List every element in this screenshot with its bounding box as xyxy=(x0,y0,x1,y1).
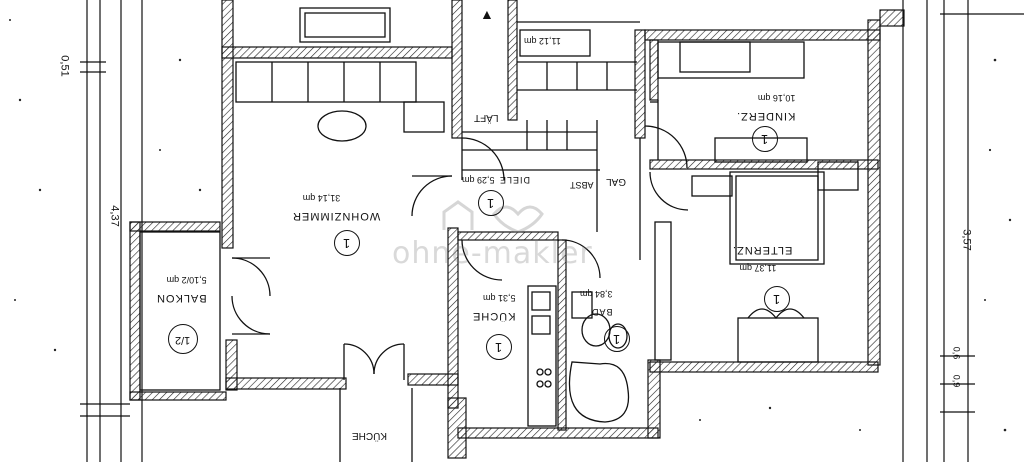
room-area: 5,10/2 qm xyxy=(166,275,207,285)
outer-walls xyxy=(129,0,905,459)
room-label-diele: DIELE 5,29 qm xyxy=(462,172,530,190)
room-label-bad: BAD 3,84 qm xyxy=(580,286,613,322)
dimension-right-small2: 0,9 xyxy=(951,374,962,388)
watermark-text: ohne-makler xyxy=(392,236,593,271)
room-name: KINDERZ. xyxy=(736,110,796,122)
room-label-gal: GAL xyxy=(606,176,627,187)
top-stair-area: 11,12 qm xyxy=(524,36,561,46)
room-area: 11,37 qm xyxy=(739,263,777,273)
room-label-kinderzimmer: KINDERZ. 10,16 qm xyxy=(736,90,795,126)
dimension-right-small1: 0,6 xyxy=(951,346,962,360)
room-label-balkon: BALKON 5,10/2 qm xyxy=(156,272,207,308)
scan-noise xyxy=(9,19,1012,432)
room-name: KÜCHE xyxy=(472,310,516,322)
room-number-bad: 1 xyxy=(604,326,630,352)
room-number-diele: 1 xyxy=(478,190,504,216)
room-label-kueche-lower: KÜCHE xyxy=(352,430,388,441)
room-name: BALKON xyxy=(156,292,207,304)
room-number-wohnzimmer: 1 xyxy=(334,230,360,256)
room-area: 5,29 qm xyxy=(462,175,495,185)
room-label-kueche: KÜCHE 5,31 qm xyxy=(472,290,516,326)
room-number-kinderzimmer: 1 xyxy=(752,126,778,152)
room-name: DIELE xyxy=(498,175,530,185)
room-area: 31,14 qm xyxy=(302,193,341,203)
room-number-balkon: 1/2 xyxy=(168,324,198,354)
dimension-left-mid: 4,37 xyxy=(108,205,121,227)
interior-lines xyxy=(139,7,859,462)
room-label-treppe: LÄFT xyxy=(474,112,499,123)
room-number-kueche: 1 xyxy=(486,334,512,360)
room-area: 10,16 qm xyxy=(757,93,796,103)
dimension-left-top: 0,51 xyxy=(58,55,71,77)
watermark-logo xyxy=(442,200,544,234)
room-name: WOHNZIMMER xyxy=(292,210,381,222)
room-area: 3,84 qm xyxy=(580,289,613,299)
dimension-lines-right xyxy=(902,0,1024,462)
room-number-elternzimmer: 1 xyxy=(764,286,790,312)
room-area: 5,31 qm xyxy=(482,293,516,303)
room-name: BAD xyxy=(591,307,613,317)
stair-arrow-icon: ▲ xyxy=(480,6,494,22)
dimension-right-mid: 3,57 xyxy=(960,229,973,251)
room-name: ELTERNZ. xyxy=(732,244,793,256)
room-label-elternzimmer: 11,37 qm ELTERNZ. xyxy=(732,242,792,278)
dimension-lines-left xyxy=(80,0,143,462)
room-label-abst: ABST xyxy=(570,180,594,190)
room-label-wohnzimmer: WOHNZIMMER 31,14 qm xyxy=(292,190,380,226)
